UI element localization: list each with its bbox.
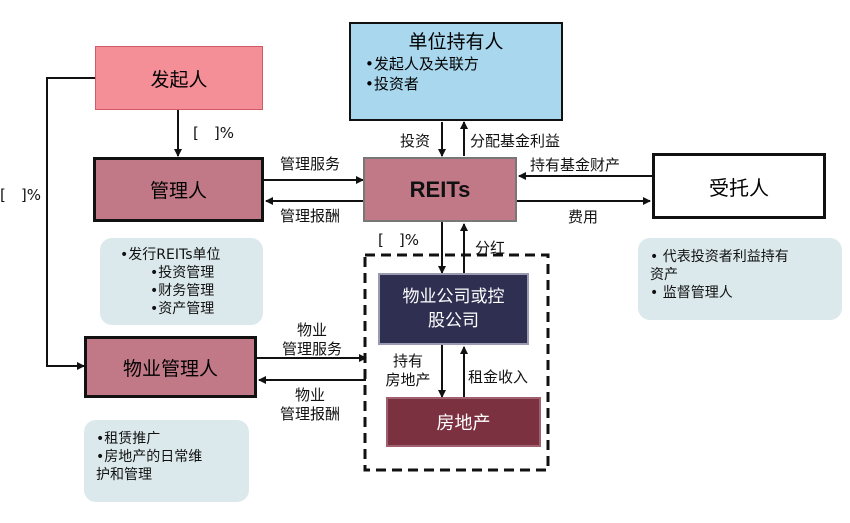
mgmt-fee-label: 管理报酬 [280, 207, 341, 225]
sponsor-box: 发起人 [95, 46, 263, 110]
sponsor-to-property-manager-arrow [46, 77, 95, 370]
prop-fee-label: 物业 管理报酬 [279, 386, 340, 423]
left-pct-label: [ ]% [0, 186, 41, 204]
reits-pct-label: [ ]% [378, 231, 419, 249]
prop-service-label: 物业 管理服务 [281, 321, 342, 358]
manager-note: •发行REITs单位 •投资管理 •财务管理 •资产管理 [100, 238, 263, 325]
rent-income-label: 租金收入 [468, 368, 529, 386]
reits-label: REITs [409, 176, 471, 202]
hold-property-label: 持有 房地产 [385, 352, 431, 389]
unitholders-title: 单位持有人 [408, 31, 504, 53]
sponsor-pct-label: [ ]% [193, 124, 234, 142]
property-manager-note: •租赁推广 •房地产的日常维 护和管理 [84, 420, 249, 502]
holding-structure-dashed-box [363, 253, 550, 472]
mgmt-service-label: 管理服务 [280, 155, 341, 173]
manager-box: 管理人 [93, 157, 264, 222]
property-company-label: 物业公司或控 [402, 287, 505, 307]
trustee-box: 受托人 [652, 153, 826, 219]
fees-label: 费用 [568, 208, 599, 226]
hold-assets-label: 持有基金财产 [530, 156, 621, 174]
property-company-box: 物业公司或控 股公司 [378, 273, 529, 345]
property-company-label: 股公司 [428, 311, 479, 331]
unitholders-item: •投资者 [365, 75, 419, 93]
manager-label: 管理人 [149, 180, 207, 202]
real-estate-label: 房地产 [436, 413, 491, 434]
reits-box: REITs [363, 157, 517, 222]
property-manager-box: 物业管理人 [84, 336, 257, 398]
trustee-label: 受托人 [709, 175, 769, 200]
trustee-note: • 代表投资者利益持有 资产 • 监督管理人 [638, 238, 842, 320]
dividend-label: 分红 [475, 239, 506, 257]
real-estate-box: 房地产 [386, 397, 541, 447]
invest-label: 投资 [400, 132, 431, 150]
distribute-label: 分配基金利益 [470, 132, 561, 150]
unitholders-box: 单位持有人 •发起人及关联方 •投资者 [349, 22, 563, 121]
sponsor-label: 发起人 [150, 68, 208, 91]
unitholders-item: •发起人及关联方 [365, 55, 479, 73]
property-manager-label: 物业管理人 [122, 357, 218, 380]
